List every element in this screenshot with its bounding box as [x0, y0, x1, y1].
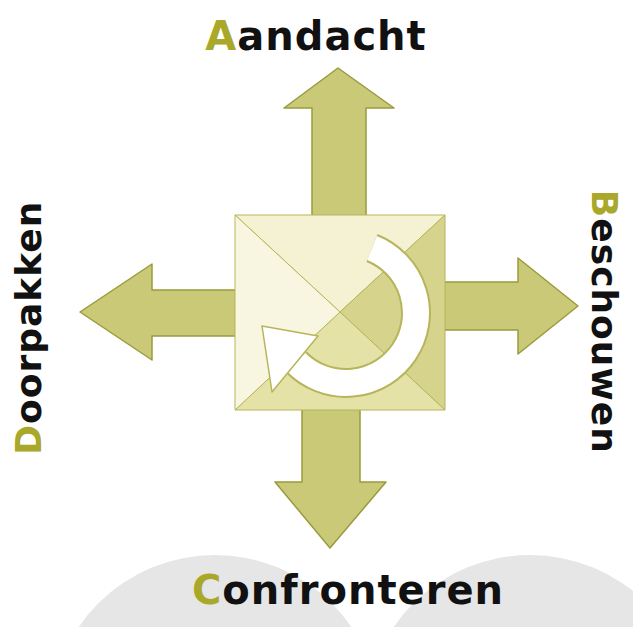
- stage-label: Beschouwen: [584, 190, 624, 454]
- cycle-arrow-head: [262, 326, 318, 392]
- stage-label: Doorpakken: [9, 201, 49, 455]
- stage-label: Aandacht: [205, 14, 426, 58]
- arrow-up: [284, 68, 394, 225]
- arrow-down: [275, 400, 386, 548]
- stage-label: Confronteren: [192, 568, 504, 612]
- cycle-arrow: [296, 248, 416, 383]
- arrow-right: [435, 258, 578, 354]
- arrow-left: [80, 264, 245, 360]
- cycle-arrow-outline: [296, 248, 416, 383]
